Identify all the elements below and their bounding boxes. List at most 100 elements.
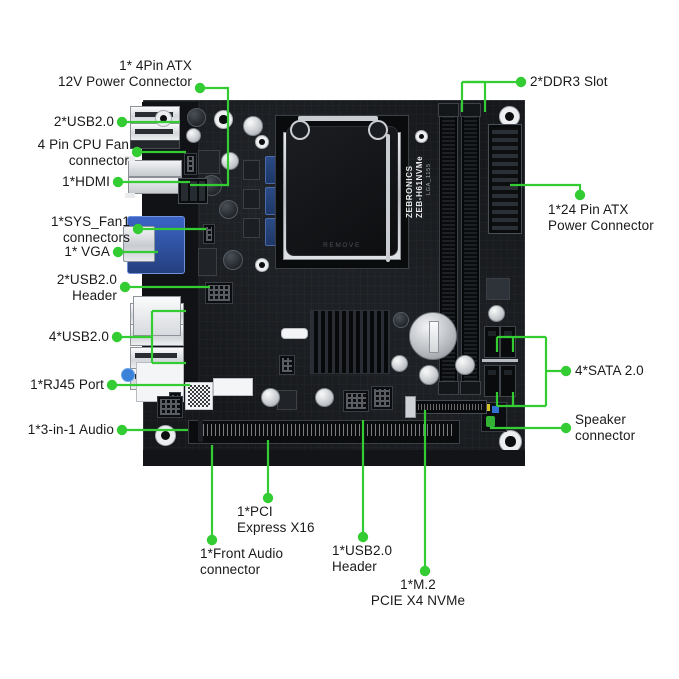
atx-24pin-power-connector — [488, 124, 522, 234]
model-text: ZEB-H61NVMe — [415, 155, 424, 218]
usb20-header-bottom-2 — [371, 386, 393, 410]
label-front-audio: 1*Front Audio connector — [200, 546, 284, 577]
capacitor-center-4 — [455, 355, 475, 375]
label-usb20-header-1: 1*USB2.0 Header — [332, 543, 393, 574]
capacitor-vrm-1 — [221, 152, 239, 170]
fp-pin-blue — [492, 406, 499, 413]
sata-divider — [482, 359, 518, 362]
label-sata: 4*SATA 2.0 — [575, 363, 644, 378]
capacitor-center-3 — [419, 365, 439, 385]
capacitor-center-2 — [391, 355, 408, 372]
dot-audio — [116, 424, 128, 436]
serial-sticker — [213, 378, 253, 396]
pcie-slot-notch — [198, 420, 203, 442]
label-atx-12v: 1* 4Pin ATX 12V Power Connector — [58, 58, 192, 89]
pcie-x16-slot — [188, 420, 460, 444]
capacitor-left-1 — [219, 200, 238, 219]
dot-usbheader2 — [119, 281, 131, 293]
cooler-hole-tl — [255, 135, 269, 149]
capacitor-bottom-2 — [315, 388, 334, 407]
chipset-small — [486, 278, 510, 300]
cmos-battery — [409, 312, 457, 360]
capacitor-center-1 — [393, 312, 409, 328]
hdmi-port — [128, 160, 182, 177]
capacitor-bottom-1 — [261, 388, 280, 407]
capacitor-top-2 — [186, 128, 201, 143]
hdmi-tab-1 — [125, 156, 135, 161]
label-cpu-fan: 4 Pin CPU Fan connector — [37, 137, 129, 168]
dimm-clip-top-1 — [438, 103, 459, 117]
label-hdmi: 1*HDMI — [62, 174, 110, 189]
dot-sata — [560, 365, 572, 377]
label-sys-fan1: 1*SYS_Fan1 connectors — [50, 214, 130, 245]
rj45-port — [133, 296, 181, 336]
capacitor-top-3 — [243, 116, 263, 136]
socket-load-plate-bar — [298, 116, 378, 121]
vrm-chip-1 — [198, 150, 220, 174]
label-rj45: 1*RJ45 Port — [30, 377, 104, 392]
dot-frontaudio — [206, 534, 218, 546]
speaker-connector-pin — [486, 416, 495, 427]
mounting-hole-upper — [214, 110, 233, 129]
dimm-clip-bottom-2 — [460, 381, 481, 395]
dot-rj45 — [106, 379, 118, 391]
io-bracket-top — [130, 140, 180, 149]
dot-pcie — [262, 492, 274, 504]
label-audio-3in1: 1*3-in-1 Audio — [27, 422, 114, 437]
label-m2-nvme: 1*M.2 PCIE X4 NVMe — [370, 577, 466, 608]
io-chip — [198, 248, 217, 276]
socket-hinge-left — [290, 120, 310, 140]
dimm-clip-bottom-1 — [438, 381, 459, 395]
m2-nvme-slot — [411, 400, 487, 414]
sys-fan1-header — [203, 224, 215, 244]
socket-lever-arm — [386, 134, 390, 262]
capacitor-right-1 — [488, 305, 505, 322]
capacitor-top-1 — [187, 108, 206, 127]
label-usb20-header-2: 2*USB2.0 Header — [56, 272, 117, 303]
usb20-header-double — [205, 282, 233, 304]
cpu-socket-lga1155: REMOVE — [275, 115, 409, 269]
dot-speaker — [560, 422, 572, 434]
sata-port-2 — [500, 326, 516, 358]
cooler-hole-bl — [255, 258, 269, 272]
usb-port-rear-top-2 — [130, 123, 180, 141]
qr-code-sticker — [185, 382, 213, 410]
label-ddr3: 2*DDR3 Slot — [530, 74, 608, 89]
sata-port-4 — [500, 365, 516, 397]
socket-hinge-right — [368, 120, 388, 140]
ddr3-slot-2 — [460, 103, 481, 395]
label-pci-express: 1*PCI Express X16 — [237, 504, 315, 535]
dot-ddr3 — [515, 76, 527, 88]
socket-protective-cover: REMOVE — [286, 126, 398, 256]
dot-hdmi — [112, 176, 124, 188]
mounting-hole-top-left — [155, 110, 172, 127]
cpu-fan-header — [184, 153, 197, 175]
mosfet-3 — [243, 218, 260, 238]
dot-usb4 — [111, 331, 123, 343]
sata-port-1 — [484, 326, 500, 358]
mosfet-1 — [243, 160, 260, 180]
dot-usbheader1 — [357, 531, 369, 543]
label-vga: 1* VGA — [64, 244, 110, 259]
bottom-edge-strip — [143, 450, 525, 466]
mosfet-2 — [243, 189, 260, 209]
front-panel-pins-bottom — [157, 396, 183, 418]
socket-cover-text: REMOVE — [323, 242, 361, 249]
misc-header-center — [279, 355, 295, 375]
m2-latch — [405, 396, 416, 418]
dot-vga — [112, 246, 124, 258]
socket-marking-text: LGA_1155 — [426, 163, 432, 195]
dot-usb-rear2 — [116, 116, 128, 128]
dot-atx24 — [574, 189, 586, 201]
label-speaker: Speaker connector — [575, 412, 636, 443]
motherboard-pcb: REMOVE ZEBRONICS ZEB-H61NVMe LGA_1155 — [121, 100, 525, 466]
atx-12v-4pin-connector — [178, 178, 208, 204]
usb20-header-bottom — [343, 390, 369, 412]
label-usb20-rear-4: 4*USB2.0 — [48, 329, 109, 344]
dimm-clip-top-2 — [460, 103, 481, 117]
label-usb20-rear-2: 2*USB2.0 — [53, 114, 114, 129]
cooler-hole-tr — [415, 130, 428, 143]
bios-chip — [277, 390, 297, 410]
sata-port-3 — [484, 365, 500, 397]
